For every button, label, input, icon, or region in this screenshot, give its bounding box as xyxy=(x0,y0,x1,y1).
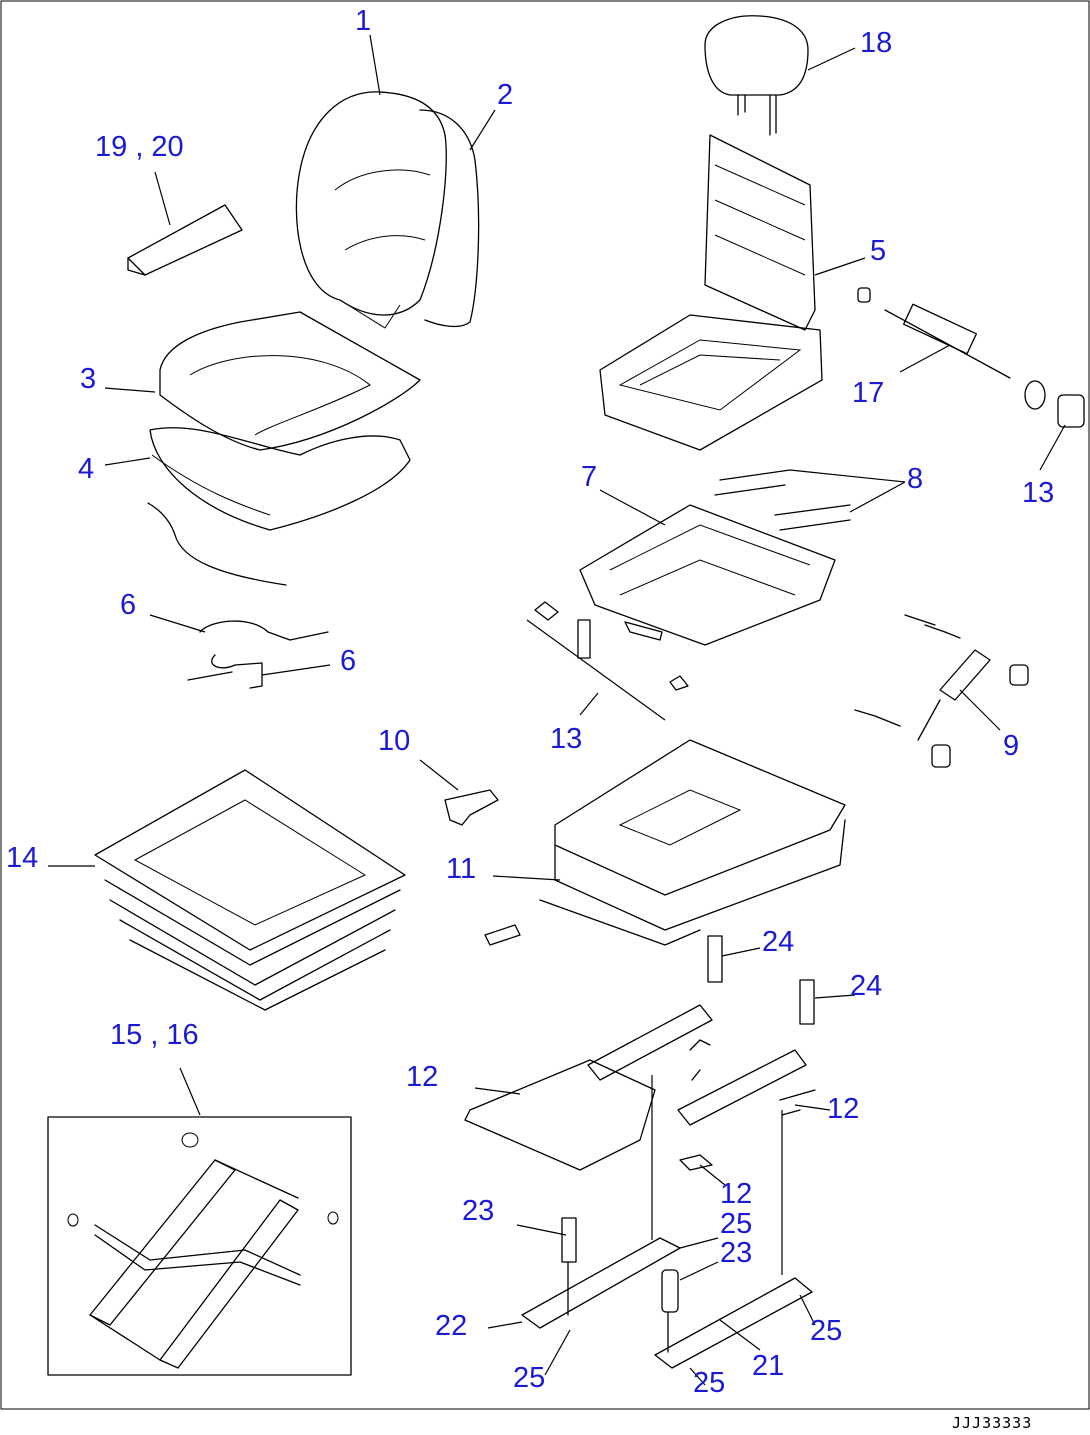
drawing-code: JJJ33333 xyxy=(952,1414,1032,1432)
headrest xyxy=(704,15,809,136)
callout-21: 21 xyxy=(752,1350,784,1382)
suspension-cover xyxy=(94,769,406,1011)
seat-frame xyxy=(599,134,823,451)
callout-23-a: 23 xyxy=(462,1195,494,1227)
callout-25-c: 25 xyxy=(513,1362,545,1394)
callout-17: 17 xyxy=(852,377,884,409)
callout-3: 3 xyxy=(80,363,96,395)
callout-9: 9 xyxy=(1003,730,1019,762)
callout-15-16: 15 , 16 xyxy=(110,1019,199,1051)
callout-14: 14 xyxy=(6,842,38,874)
callout-12-a: 12 xyxy=(406,1061,438,1093)
callout-2: 2 xyxy=(497,79,513,111)
leader-lines xyxy=(48,34,1066,1386)
callout-5: 5 xyxy=(870,235,886,267)
inset-detail xyxy=(47,1116,352,1376)
callout-12-c: 12 xyxy=(720,1178,752,1210)
callout-18: 18 xyxy=(860,27,892,59)
callout-6-a: 6 xyxy=(120,589,136,621)
hinge-parts xyxy=(857,287,1085,428)
seat-cushion xyxy=(149,311,421,531)
callout-24-b: 24 xyxy=(850,970,882,1002)
callout-13-lower: 13 xyxy=(550,723,582,755)
callout-10: 10 xyxy=(378,725,410,757)
callout-24-a: 24 xyxy=(762,926,794,958)
callout-6-b: 6 xyxy=(340,645,356,677)
callout-1: 1 xyxy=(355,5,371,37)
backrest-cushion xyxy=(295,91,480,329)
suspension-upper xyxy=(534,469,851,691)
shock-absorber xyxy=(854,614,1029,768)
callout-19-20: 19 , 20 xyxy=(95,131,184,163)
rail-assembly xyxy=(464,935,816,1171)
callout-25-d: 25 xyxy=(693,1367,725,1399)
callout-13-upper: 13 xyxy=(1022,477,1054,509)
armrest xyxy=(127,204,243,276)
callout-12-b: 12 xyxy=(827,1093,859,1125)
callout-4: 4 xyxy=(78,453,94,485)
lower-rails xyxy=(521,1217,813,1369)
callout-11: 11 xyxy=(446,853,476,885)
bracket-part-10 xyxy=(444,789,499,826)
suspension-base xyxy=(484,739,846,946)
callout-23-b: 23 xyxy=(720,1237,752,1269)
callout-22: 22 xyxy=(435,1310,467,1342)
callout-7: 7 xyxy=(581,461,597,493)
callout-8: 8 xyxy=(907,463,923,495)
callout-labels: 1 2 18 19 , 20 5 3 17 4 7 8 13 6 6 13 9 … xyxy=(6,5,1054,1399)
seat-wire xyxy=(147,502,287,586)
strap-parts xyxy=(187,620,329,689)
callout-25-a: 25 xyxy=(720,1208,752,1240)
callout-25-b: 25 xyxy=(810,1315,842,1347)
